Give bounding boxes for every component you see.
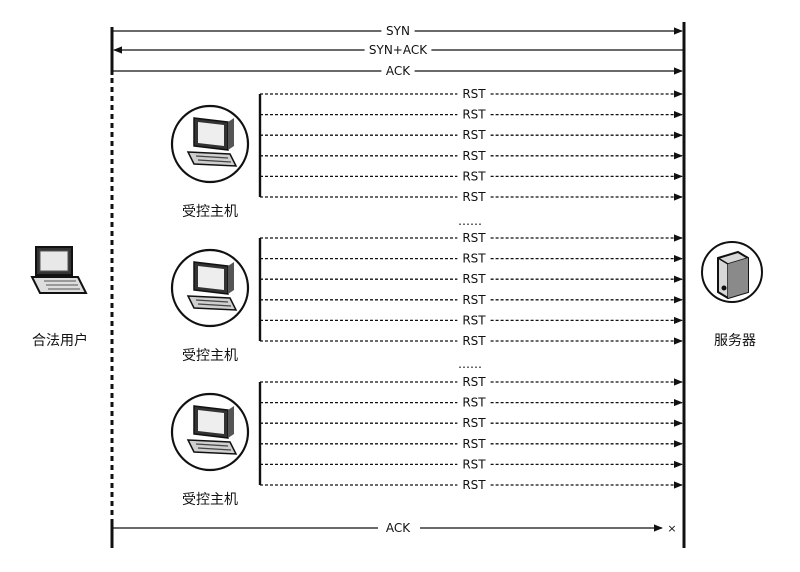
- server: 服务器: [701, 241, 763, 349]
- rst-arrow-3-3: RST: [260, 416, 683, 430]
- desktop-computer-icon: [170, 392, 250, 472]
- rst-arrow-3-6-label: RST: [462, 478, 486, 492]
- controlled-host-label: 受控主机: [182, 204, 238, 220]
- blocked-mark-icon: ×: [667, 522, 676, 535]
- rst-arrow-1-6: RST: [260, 190, 683, 204]
- desktop-computer-icon: [170, 248, 250, 328]
- rst-arrow-3-3-label: RST: [462, 416, 486, 430]
- rst-arrow-1-4: RST: [260, 149, 683, 163]
- controlled-host-3: 受控主机 RST RST RST RST RST RST: [170, 375, 683, 508]
- rst-arrow-3-6: RST: [260, 478, 683, 492]
- rst-arrow-1-2: RST: [260, 108, 683, 122]
- legit-user-label: 合法用户: [32, 332, 88, 349]
- rst-arrow-1-1-label: RST: [462, 87, 486, 101]
- handshake-msg-1: SYN: [112, 24, 683, 38]
- rst-arrow-1-6-label: RST: [462, 190, 486, 204]
- rst-arrow-2-5-label: RST: [462, 313, 486, 327]
- rst-arrow-2-2-label: RST: [462, 252, 486, 266]
- rst-arrow-1-5-label: RST: [462, 169, 486, 183]
- rst-arrow-2-1: RST: [260, 231, 683, 245]
- laptop-icon: [30, 246, 88, 294]
- rst-arrow-2-3-label: RST: [462, 272, 486, 286]
- server-tower-icon: [701, 241, 763, 303]
- rst-arrow-2-6-label: RST: [462, 334, 486, 348]
- rst-arrow-2-4-label: RST: [462, 293, 486, 307]
- rst-arrow-1-5: RST: [260, 169, 683, 183]
- handshake-msg-2: SYN+ACK: [113, 43, 684, 57]
- rst-arrow-1-3: RST: [260, 128, 683, 142]
- rst-arrow-3-2: RST: [260, 396, 683, 410]
- controlled-host-2: 受控主机 RST RST RST RST RST RST: [170, 231, 683, 364]
- rst-arrow-2-4: RST: [260, 293, 683, 307]
- rst-arrow-3-1-label: RST: [462, 375, 486, 389]
- rst-arrow-3-5: RST: [260, 457, 683, 471]
- rst-arrow-2-1-label: RST: [462, 231, 486, 245]
- handshake-msg-2-label: SYN+ACK: [369, 43, 428, 57]
- legit-user: 合法用户: [30, 246, 88, 349]
- controlled-host-label: 受控主机: [182, 492, 238, 508]
- handshake-messages: SYN SYN+ACK ACK: [112, 24, 684, 78]
- ellipsis-2: ……: [458, 357, 482, 371]
- rst-arrow-3-5-label: RST: [462, 457, 486, 471]
- controlled-host-label: 受控主机: [182, 348, 238, 364]
- rst-arrow-2-2: RST: [260, 252, 683, 266]
- rst-arrow-3-1: RST: [260, 375, 683, 389]
- controlled-host-1: 受控主机 RST RST RST RST RST RST: [170, 87, 683, 220]
- rst-arrow-3-4: RST: [260, 437, 683, 451]
- rst-arrow-2-5: RST: [260, 313, 683, 327]
- rst-arrow-1-1: RST: [260, 87, 683, 101]
- handshake-msg-3: ACK: [112, 64, 683, 78]
- handshake-msg-3-label: ACK: [386, 64, 411, 78]
- rst-arrow-1-3-label: RST: [462, 128, 486, 142]
- rst-arrow-2-3: RST: [260, 272, 683, 286]
- server-label: 服务器: [714, 333, 756, 349]
- rst-arrow-1-2-label: RST: [462, 108, 486, 122]
- controlled-hosts-group: 受控主机 RST RST RST RST RST RST 受控主机 RST RST RST RST RS…: [170, 87, 683, 508]
- desktop-computer-icon: [170, 104, 250, 184]
- rst-arrow-3-2-label: RST: [462, 396, 486, 410]
- final-ack-message: ACK ×: [112, 521, 677, 535]
- ellipsis-1: ……: [458, 214, 482, 228]
- final-ack-label: ACK: [386, 521, 411, 535]
- rst-arrow-3-4-label: RST: [462, 437, 486, 451]
- rst-arrow-2-6: RST: [260, 334, 683, 348]
- handshake-msg-1-label: SYN: [386, 24, 410, 38]
- rst-arrow-1-4-label: RST: [462, 149, 486, 163]
